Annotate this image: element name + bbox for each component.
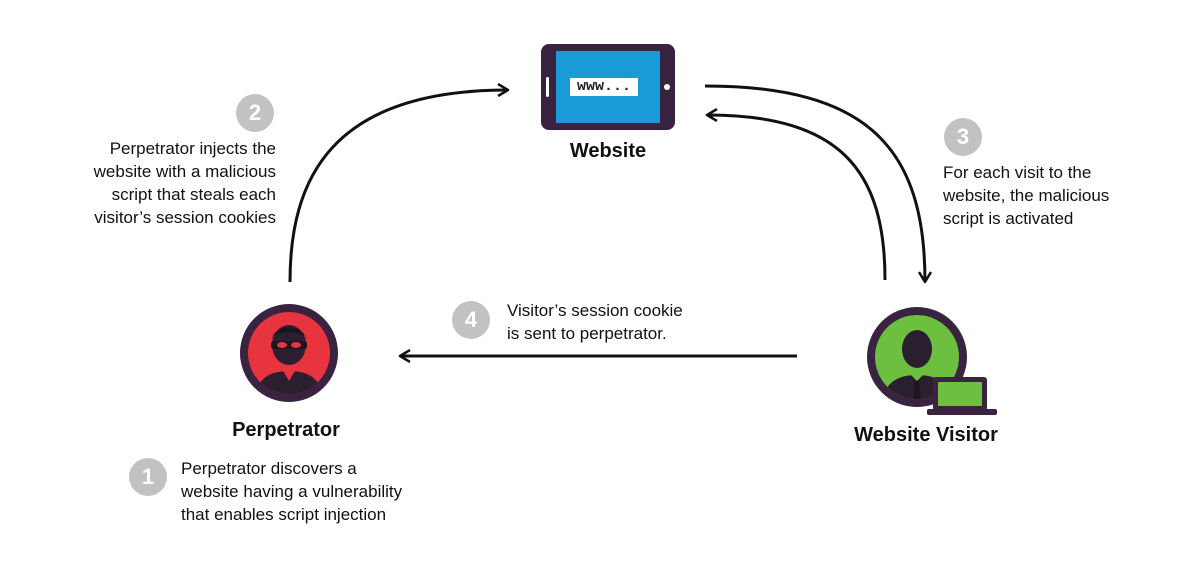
step-1-badge: 1 bbox=[129, 458, 167, 496]
website-label: Website bbox=[569, 140, 647, 162]
url-bar-text: www... bbox=[576, 78, 631, 95]
step-2-text: Perpetrator injects the website with a m… bbox=[93, 139, 276, 227]
perpetrator-label: Perpetrator bbox=[232, 419, 340, 441]
arrow-website-to-visitor bbox=[704, 84, 925, 282]
masked-person-icon bbox=[240, 304, 338, 402]
step-3-text: For each visit to the website, the malic… bbox=[943, 163, 1110, 228]
arrow-visitor-to-website bbox=[707, 115, 887, 281]
visitor-node bbox=[855, 305, 1000, 417]
step-4-text: Visitor’s session cookie is sent to perp… bbox=[507, 301, 683, 343]
arrow-perpetrator-to-website bbox=[288, 90, 508, 283]
step-1-text: Perpetrator discovers a website having a… bbox=[181, 459, 403, 524]
step-4-badge: 4 bbox=[452, 301, 490, 339]
visitor-label: Website Visitor bbox=[854, 424, 998, 446]
website-node: www... bbox=[540, 43, 676, 131]
step-2-badge: 2 bbox=[236, 94, 274, 132]
person-with-laptop-icon bbox=[867, 307, 997, 415]
step-3-badge: 3 bbox=[944, 118, 982, 156]
tablet-icon bbox=[541, 44, 675, 130]
perpetrator-node bbox=[225, 303, 353, 403]
